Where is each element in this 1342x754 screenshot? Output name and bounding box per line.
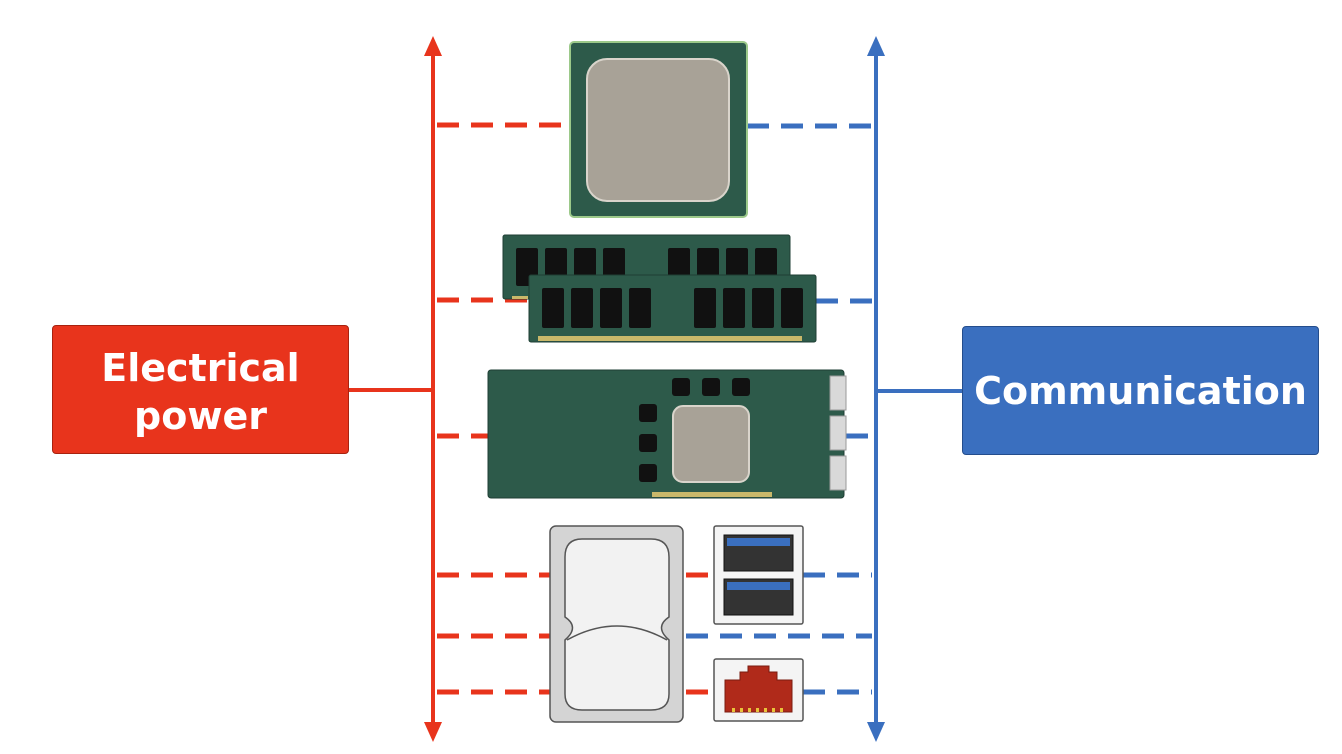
power-connections <box>437 122 714 695</box>
electrical-power-label: Electrical power <box>52 325 349 454</box>
expansion-card-icon <box>487 369 847 499</box>
power-bus <box>349 36 442 742</box>
ram-module-icon <box>502 234 817 343</box>
usb-port-icon <box>713 525 804 625</box>
hard-drive-icon <box>549 525 684 723</box>
communication-connections <box>686 123 872 695</box>
communication-bus <box>867 36 962 742</box>
communication-text: Communication <box>974 368 1307 413</box>
ethernet-port-icon <box>713 658 804 722</box>
communication-label: Communication <box>962 326 1319 455</box>
cpu-chip-icon <box>569 41 748 218</box>
electrical-power-line2: power <box>134 393 267 438</box>
electrical-power-line1: Electrical <box>101 345 300 390</box>
